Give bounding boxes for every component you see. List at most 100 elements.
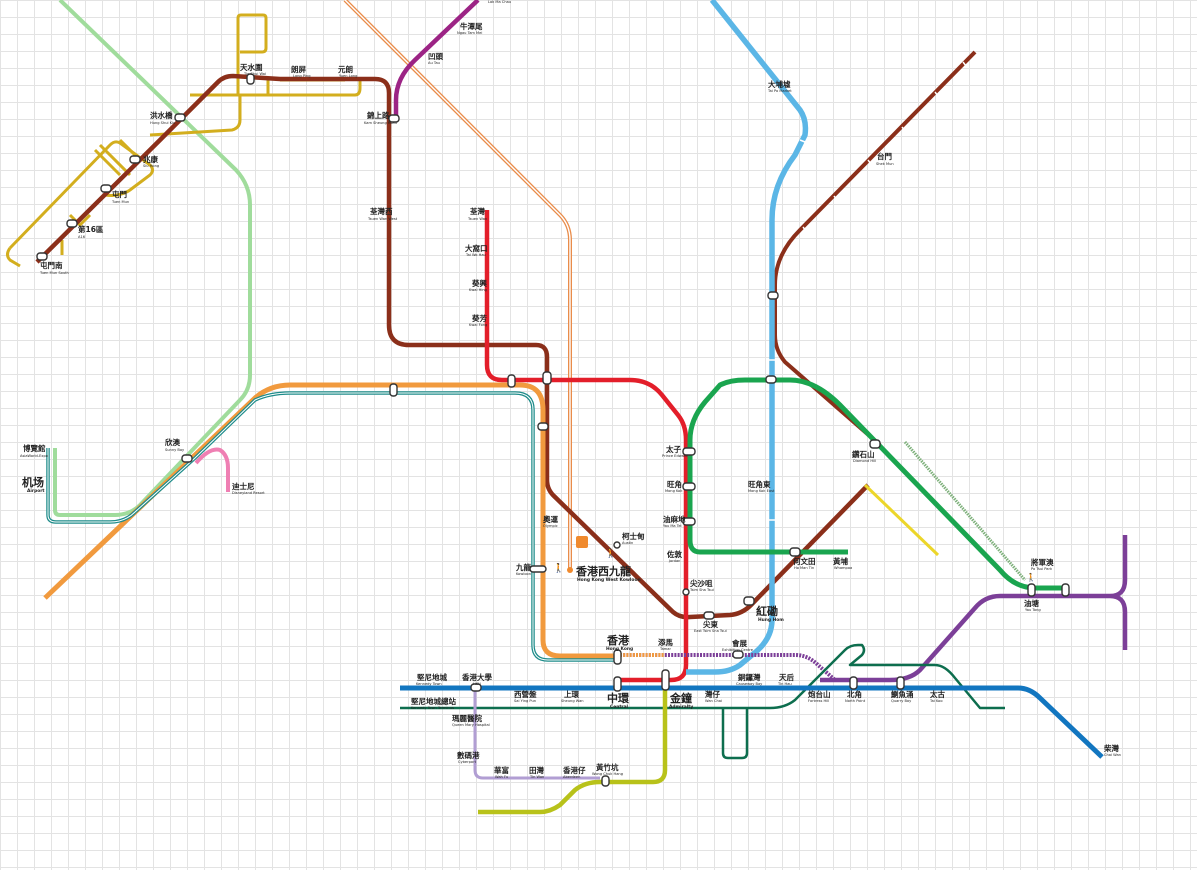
- ngong-ping-line[interactable]: [53, 0, 252, 517]
- tseung-kwan-o-extension-line[interactable]: [620, 653, 837, 682]
- interchange-marker[interactable]: [743, 596, 755, 606]
- interchange-marker[interactable]: [682, 517, 696, 526]
- tram-line[interactable]: [400, 643, 1005, 710]
- interchange-marker[interactable]: [507, 374, 516, 388]
- light-rail-network[interactable]: [6, 13, 362, 268]
- tsuen-wan-line[interactable]: [484, 210, 689, 683]
- interchange-marker[interactable]: [682, 482, 696, 491]
- interchange-marker[interactable]: [36, 252, 48, 261]
- interchange-marker[interactable]: [1061, 583, 1070, 597]
- west-island-line[interactable]: [473, 688, 600, 780]
- interchange-marker[interactable]: [869, 439, 881, 449]
- interchange-marker[interactable]: [732, 650, 744, 659]
- interchange-marker[interactable]: [174, 113, 186, 122]
- tseung-kwan-o-line[interactable]: [820, 535, 1128, 683]
- interchange-marker[interactable]: [246, 73, 255, 85]
- interchange-marker[interactable]: [661, 669, 670, 691]
- interchange-marker[interactable]: [66, 219, 78, 228]
- interchange-marker[interactable]: [1027, 583, 1036, 597]
- interchange-marker[interactable]: [896, 676, 905, 690]
- interchange-marker[interactable]: [789, 547, 801, 557]
- interchange-marker[interactable]: [682, 447, 696, 456]
- interchange-marker[interactable]: [849, 676, 858, 690]
- interchange-marker[interactable]: [613, 649, 622, 665]
- east-kowloon-line[interactable]: [863, 483, 940, 557]
- interchange-marker[interactable]: [100, 184, 112, 193]
- interchange-marker[interactable]: [181, 454, 193, 463]
- tuen-ma-northeast-branch[interactable]: [773, 50, 977, 447]
- disneyland-resort-line[interactable]: [194, 447, 230, 492]
- interchange-marker[interactable]: [613, 676, 622, 692]
- tuen-ma-line[interactable]: [35, 73, 870, 620]
- interchange-marker[interactable]: [601, 775, 610, 787]
- interchange-marker[interactable]: [703, 611, 715, 620]
- interchange-marker[interactable]: [129, 155, 141, 164]
- tram-loop[interactable]: [721, 708, 749, 760]
- station-marker[interactable]: [613, 541, 621, 549]
- tung-chung-line[interactable]: [43, 382, 617, 659]
- interchange-marker[interactable]: [765, 375, 777, 384]
- interchange-marker[interactable]: [529, 565, 547, 573]
- interchange-marker[interactable]: [388, 114, 400, 123]
- express-rail-line[interactable]: [343, 0, 572, 570]
- station-label[interactable]: Lok Ma Chau: [488, 0, 511, 4]
- interchange-marker[interactable]: [767, 291, 779, 300]
- airport-express-line[interactable]: [46, 391, 617, 662]
- interchange-marker[interactable]: [470, 683, 482, 692]
